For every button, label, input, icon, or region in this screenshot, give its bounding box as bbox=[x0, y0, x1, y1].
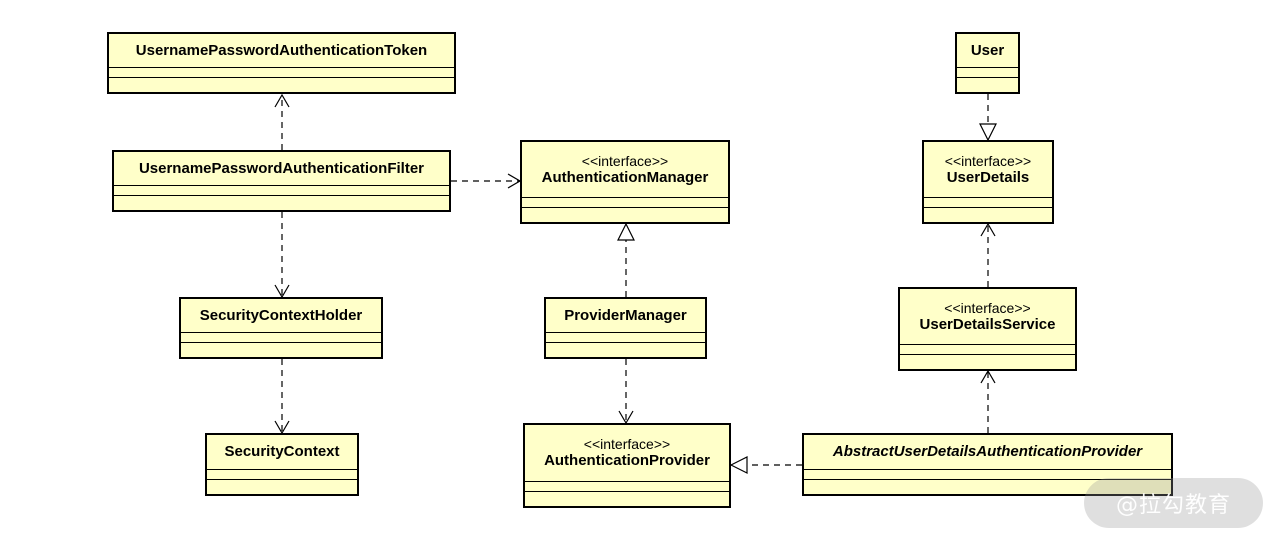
class-box-authentication-manager[interactable]: <<interface>> AuthenticationManager bbox=[520, 140, 730, 224]
attributes-compartment bbox=[804, 470, 1171, 480]
attributes-compartment bbox=[109, 68, 454, 78]
class-box-security-context[interactable]: SecurityContext bbox=[205, 433, 359, 496]
class-name: UserDetailsService bbox=[919, 315, 1056, 333]
methods-compartment bbox=[114, 196, 449, 206]
methods-compartment bbox=[522, 208, 728, 218]
class-box-provider-manager[interactable]: ProviderManager bbox=[544, 297, 707, 359]
class-box-authentication-provider[interactable]: <<interface>> AuthenticationProvider bbox=[523, 423, 731, 508]
attributes-compartment bbox=[924, 198, 1052, 208]
class-name: User bbox=[970, 41, 1005, 59]
attributes-compartment bbox=[546, 333, 705, 343]
class-name: UserDetails bbox=[946, 168, 1030, 186]
watermark-text: @拉勾教育 bbox=[1115, 493, 1231, 518]
class-box-user[interactable]: User bbox=[955, 32, 1020, 94]
stereotype-label: <<interface>> bbox=[581, 152, 669, 169]
class-name: UsernamePasswordAuthenticationFilter bbox=[138, 159, 425, 177]
methods-compartment bbox=[546, 343, 705, 353]
class-name: AbstractUserDetailsAuthenticationProvide… bbox=[832, 443, 1143, 460]
attributes-compartment bbox=[525, 482, 729, 492]
class-box-user-details-service[interactable]: <<interface>> UserDetailsService bbox=[898, 287, 1077, 371]
class-name: ProviderManager bbox=[564, 306, 687, 324]
class-box-username-password-authentication-filter[interactable]: UsernamePasswordAuthenticationFilter bbox=[112, 150, 451, 212]
attributes-compartment bbox=[522, 198, 728, 208]
attributes-compartment bbox=[900, 345, 1075, 355]
class-box-username-password-authentication-token[interactable]: UsernamePasswordAuthenticationToken bbox=[107, 32, 456, 94]
stereotype-label: <<interface>> bbox=[944, 299, 1031, 316]
attributes-compartment bbox=[181, 333, 381, 343]
methods-compartment bbox=[924, 208, 1052, 218]
class-name: AuthenticationProvider bbox=[544, 452, 710, 469]
class-name: SecurityContextHolder bbox=[199, 306, 363, 324]
methods-compartment bbox=[109, 78, 454, 88]
stereotype-label: <<interface>> bbox=[583, 436, 671, 452]
attributes-compartment bbox=[114, 186, 449, 196]
class-box-user-details[interactable]: <<interface>> UserDetails bbox=[922, 140, 1054, 224]
class-box-security-context-holder[interactable]: SecurityContextHolder bbox=[179, 297, 383, 359]
methods-compartment bbox=[900, 355, 1075, 365]
methods-compartment bbox=[957, 78, 1018, 88]
stereotype-label: <<interface>> bbox=[944, 152, 1032, 169]
class-name: SecurityContext bbox=[224, 443, 340, 460]
class-name: UsernamePasswordAuthenticationToken bbox=[135, 41, 428, 59]
attributes-compartment bbox=[957, 68, 1018, 78]
methods-compartment bbox=[525, 492, 729, 502]
class-name: AuthenticationManager bbox=[541, 168, 709, 186]
watermark-badge: @拉勾教育 bbox=[1084, 478, 1263, 528]
attributes-compartment bbox=[207, 470, 357, 480]
methods-compartment bbox=[207, 480, 357, 490]
class-box-abstract-user-details-authentication-provider[interactable]: AbstractUserDetailsAuthenticationProvide… bbox=[802, 433, 1173, 496]
methods-compartment bbox=[181, 343, 381, 353]
